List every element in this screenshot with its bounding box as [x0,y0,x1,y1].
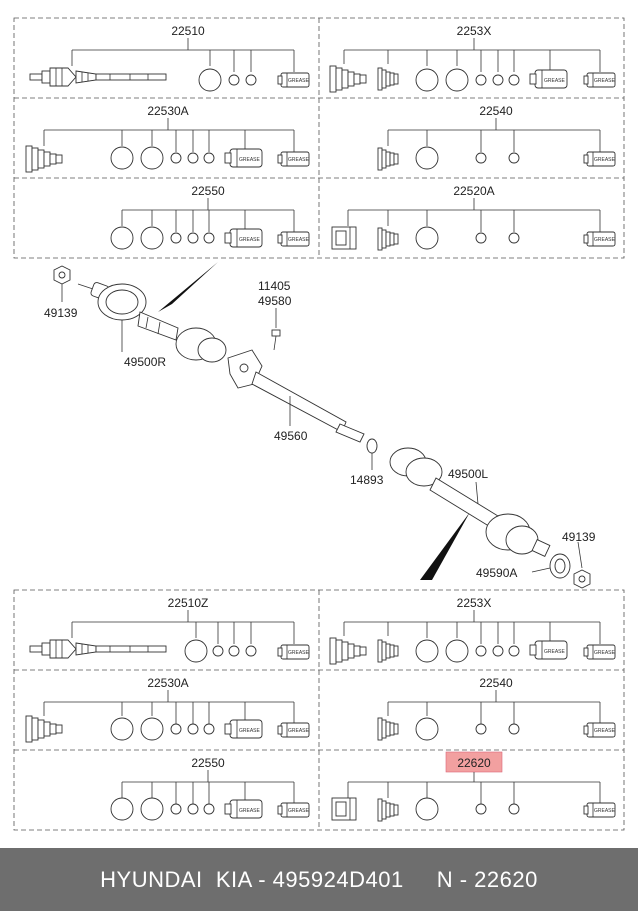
lower-kit-table: 22510Z GREASE 2253X [13,589,625,831]
pointer-wedge-upper [158,262,218,312]
drive-shaft-assembly: 49139 49500R 11405 49580 [44,262,596,589]
kit-22530A-upper: 22530A GREASE GREASE [25,104,310,173]
kit-22510: 22510 GREASE [29,24,310,92]
label-49139-right: 49139 [562,530,596,544]
kit-label-lower-r2-right: 22540 [479,676,513,690]
label-14893: 14893 [350,473,384,487]
kit-2253X-upper: 2253X GREASE GREASE [329,24,616,93]
kit-label-r2-right: 22540 [479,104,513,118]
footer-text: HYUNDAI KIA - 495924D401 N - 22620 [100,866,538,892]
kit-22550-lower: 22550 GREASE GREASE [110,756,310,821]
grease-label: GREASE [544,78,566,84]
grease-label: GREASE [288,808,310,814]
kit-label-lower-r2-left: 22530A [147,676,188,690]
grease-label: GREASE [544,649,566,655]
kit-22510Z: 22510Z GREASE [29,596,310,663]
grease-label: GREASE [239,728,261,734]
kit-2253X-lower: 2253X GREASE GREASE [329,596,616,665]
label-49500L: 49500L [448,467,488,481]
exploded-parts-diagram: 22510 GREASE 2253X [13,17,625,831]
grease-label: GREASE [288,78,310,84]
kit-22530A-lower: 22530A GREASE GREASE [25,676,310,743]
label-11405: 11405 [258,279,291,293]
label-49590A: 49590A [476,566,517,580]
kit-22540-upper: 22540 GREASE [377,104,616,171]
kit-label-highlighted: 22620 [457,756,491,770]
kit-label-r3-right: 22520A [453,184,494,198]
grease-label: GREASE [239,808,261,814]
grease-label: GREASE [239,157,261,163]
kit-22520A: 22520A GREASE [331,184,616,251]
kit-22620: 22620 GREASE [331,751,616,822]
upper-kit-table: 22510 GREASE 2253X [13,17,625,259]
grease-label: GREASE [288,650,310,656]
circlip: 14893 [350,438,384,487]
center-shaft: 49560 [227,349,365,443]
bolt: 11405 49580 [258,279,292,351]
grease-label: GREASE [288,157,310,163]
grease-label: GREASE [594,650,616,656]
grease-label: GREASE [239,237,261,243]
kit-label-r1-right: 2253X [457,24,492,38]
grease-label: GREASE [594,78,616,84]
kit-label-lower-r1-right: 2253X [457,596,492,610]
grease-label: GREASE [288,237,310,243]
label-49580: 49580 [258,294,292,308]
label-49560: 49560 [274,429,308,443]
outer-joint-right: 49500R [77,282,227,369]
kit-label-lower-r3-left: 22550 [191,756,225,770]
kit-label-r1-left: 22510 [171,24,205,38]
outer-joint-left: 49500L [389,447,551,557]
kit-label-r2-left: 22530A [147,104,188,118]
pointer-wedge-lower [420,512,470,580]
label-49139-left: 49139 [44,306,78,320]
tone-ring-and-nut: 49139 49590A [476,530,596,589]
part-number-footer: HYUNDAI KIA - 495924D401 N - 22620 [0,848,638,911]
kit-22540-lower: 22540 GREASE [377,676,616,741]
grease-label: GREASE [594,808,616,814]
grease-label: GREASE [594,237,616,243]
grease-label: GREASE [594,157,616,163]
nut-left: 49139 [44,265,78,320]
kit-label-r3-left: 22550 [191,184,225,198]
label-49500R: 49500R [124,355,166,369]
grease-label: GREASE [288,728,310,734]
kit-label-lower-r1-left: 22510Z [168,596,209,610]
kit-22550-upper: 22550 GREASE GREASE [110,184,310,250]
grease-label: GREASE [594,728,616,734]
